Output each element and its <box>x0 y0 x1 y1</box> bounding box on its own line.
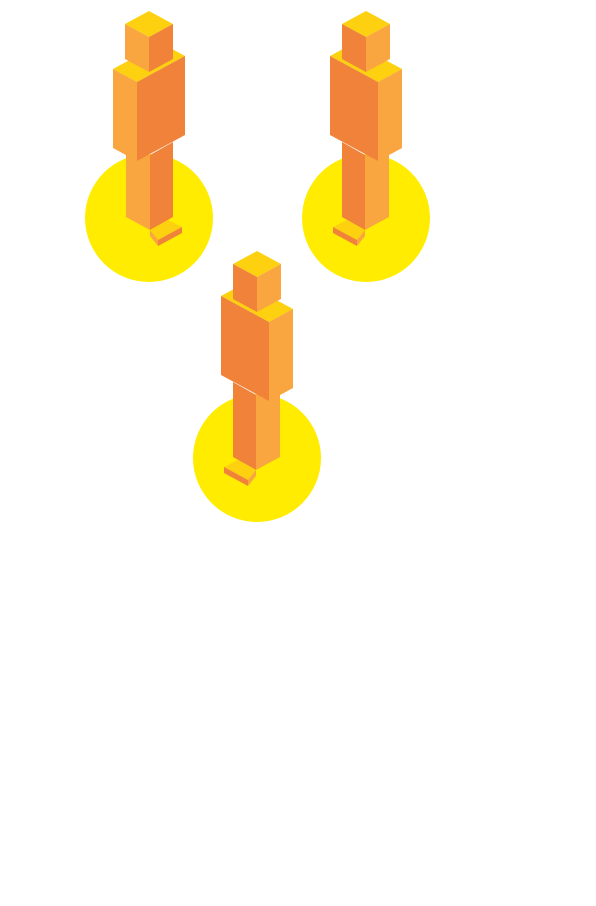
leg-left-face <box>365 142 389 230</box>
torso-side <box>113 69 137 161</box>
leg-right-face <box>342 142 365 230</box>
isometric-person-icon <box>113 11 185 246</box>
figure-center <box>193 251 321 522</box>
foot-top <box>224 460 256 480</box>
foot-side <box>357 230 365 246</box>
torso-front <box>330 56 378 161</box>
leg-right-face <box>233 382 256 470</box>
isometric-person-icon <box>330 11 402 246</box>
head-left <box>366 24 390 72</box>
head-right <box>149 24 173 72</box>
foot-front <box>333 227 357 246</box>
head-right <box>233 264 257 312</box>
head-right <box>342 24 366 72</box>
foot-side <box>248 470 256 486</box>
leg-left-face <box>126 142 150 230</box>
foot-front <box>224 467 248 486</box>
figure-left <box>85 11 213 282</box>
torso-front <box>221 296 269 401</box>
torso-front <box>137 56 185 161</box>
torso-side <box>269 309 293 401</box>
figure-right <box>302 11 430 282</box>
head-left <box>257 264 281 312</box>
leg-right-face <box>150 142 173 230</box>
torso-side <box>378 69 402 161</box>
foot-front <box>158 227 182 246</box>
foot-top <box>150 220 182 240</box>
head-left <box>125 24 149 72</box>
foot-side <box>150 230 158 246</box>
leg-left-face <box>256 382 280 470</box>
foot-top <box>333 220 365 240</box>
isometric-person-icon <box>221 251 293 486</box>
